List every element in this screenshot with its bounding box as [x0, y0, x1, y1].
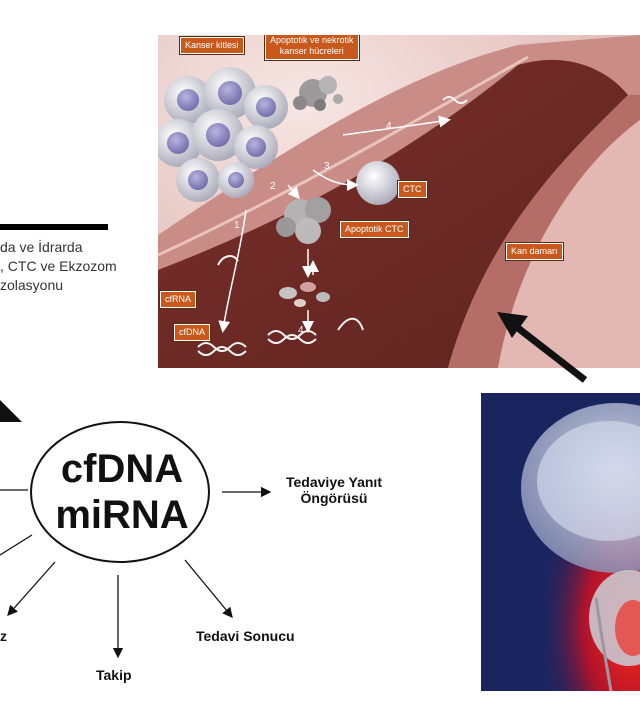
vessel-drawing: [158, 35, 640, 368]
caption-line-3: zolasyonu: [0, 277, 64, 293]
step-2: 2: [270, 181, 276, 192]
caption-rule: [0, 224, 108, 230]
step-4-bottom: 4: [298, 325, 304, 336]
apoptotic-ctc: [276, 197, 331, 244]
step-1: 1: [234, 220, 240, 231]
cancer-cell-cluster: [158, 67, 288, 202]
center-label-cfdna: cfDNA: [60, 447, 184, 491]
apoptotic-cells: [293, 76, 343, 111]
cell-fragments: [279, 282, 330, 307]
output-cut-label: z: [0, 628, 7, 644]
label-apoptotic-ctc: Apoptotik CTC: [340, 221, 409, 238]
label-cfdna: cfDNA: [174, 324, 211, 341]
caption-line-2: , CTC ve Ekzozom: [0, 258, 117, 274]
blood-vessel-illustration: Kanser kitlesi Apoptotik ve nekrotik kan…: [158, 35, 640, 368]
label-apoptotic-line-1: Apoptotik ve nekrotik: [270, 35, 354, 45]
arrow-treatment: [184, 559, 233, 619]
cfdna-mirna-hub: cfDNA miRNA: [30, 421, 210, 563]
prostate-render: [481, 393, 640, 691]
label-ctc: CTC: [398, 181, 427, 198]
output-response-line-2: Öngörüsü: [300, 490, 368, 506]
label-cfrna: cfRNA: [160, 291, 197, 308]
caption-text: da ve İdrarda , CTC ve Ekzozom zolasyonu: [0, 238, 160, 295]
prostate-image: [481, 393, 640, 691]
label-cancer-mass: Kanser kitlesi: [180, 37, 244, 54]
output-response-prediction: Tedaviye Yanıt Öngörüsü: [274, 474, 394, 506]
output-response-line-1: Tedaviye Yanıt: [286, 474, 382, 490]
label-apoptotic-line-2: kanser hücreleri: [279, 46, 344, 56]
caption-line-1: da ve İdrarda: [0, 239, 83, 255]
vessel-far-wall: [448, 95, 640, 368]
process-arrows: [218, 115, 451, 333]
arrow-left-lower: [7, 561, 56, 616]
label-apoptotic-cells: Apoptotik ve nekrotik kanser hücreleri: [265, 35, 359, 60]
arrow-tip-left: [0, 400, 22, 422]
label-blood-vessel: Kan damarı: [506, 243, 563, 260]
center-label-mirna: miRNA: [55, 493, 189, 537]
output-followup: Takip: [96, 667, 132, 683]
ctc-cell: [356, 161, 400, 205]
arrow-to-vessel-head: [497, 312, 528, 338]
vessel-lumen: [158, 59, 628, 368]
output-treatment-result: Tedavi Sonucu: [196, 628, 295, 644]
step-4-top: 4: [386, 121, 392, 132]
arrow-left-mid: [0, 534, 33, 556]
step-3: 3: [324, 161, 330, 172]
